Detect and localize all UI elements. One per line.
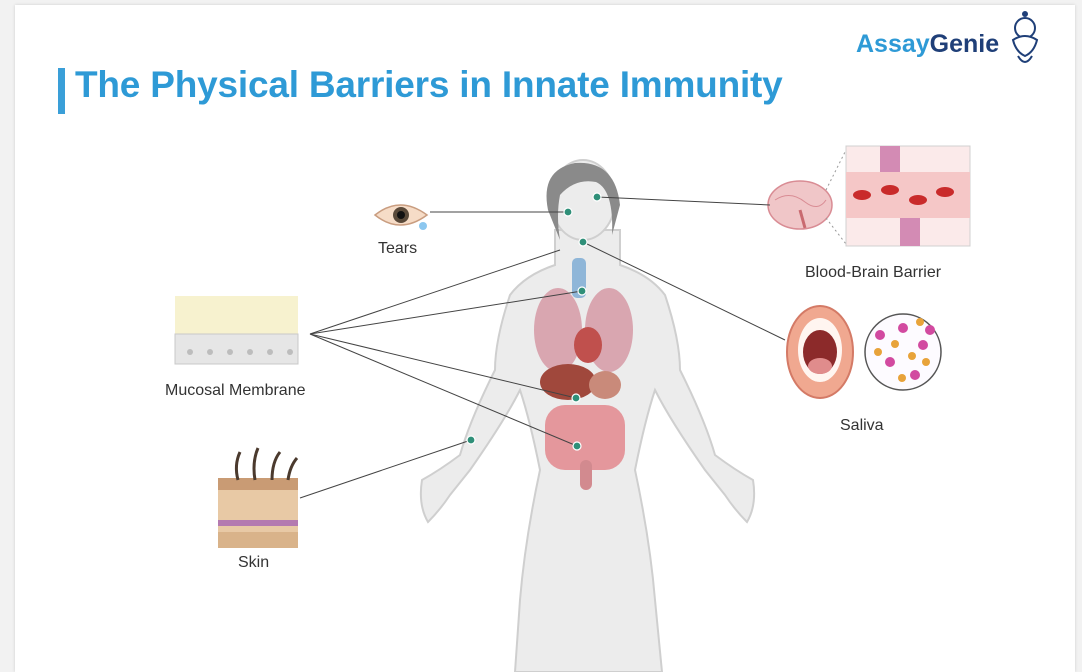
saliva-bacteria-icon — [865, 314, 941, 390]
logo-text-assay: Assay — [856, 30, 930, 58]
label-mucosal-membrane: Mucosal Membrane — [165, 382, 306, 400]
page-title: The Physical Barriers in Innate Immunity — [75, 64, 783, 106]
label-blood-brain-barrier: Blood-Brain Barrier — [805, 264, 941, 282]
label-skin: Skin — [238, 554, 269, 572]
logo-text-genie: Genie — [930, 30, 999, 58]
mouth-icon — [787, 306, 853, 398]
skin-icon — [218, 448, 298, 548]
title-accent-bar — [58, 68, 65, 114]
genie-logo-icon — [1013, 11, 1037, 62]
mucosal-membrane-icon — [175, 296, 298, 364]
blood-brain-barrier-panel — [846, 146, 970, 246]
label-saliva: Saliva — [840, 417, 884, 435]
eye-icon — [375, 205, 427, 230]
label-tears: Tears — [378, 240, 417, 258]
brain-icon — [768, 181, 832, 229]
assaygenie-logo: AssayGenie — [856, 30, 999, 59]
